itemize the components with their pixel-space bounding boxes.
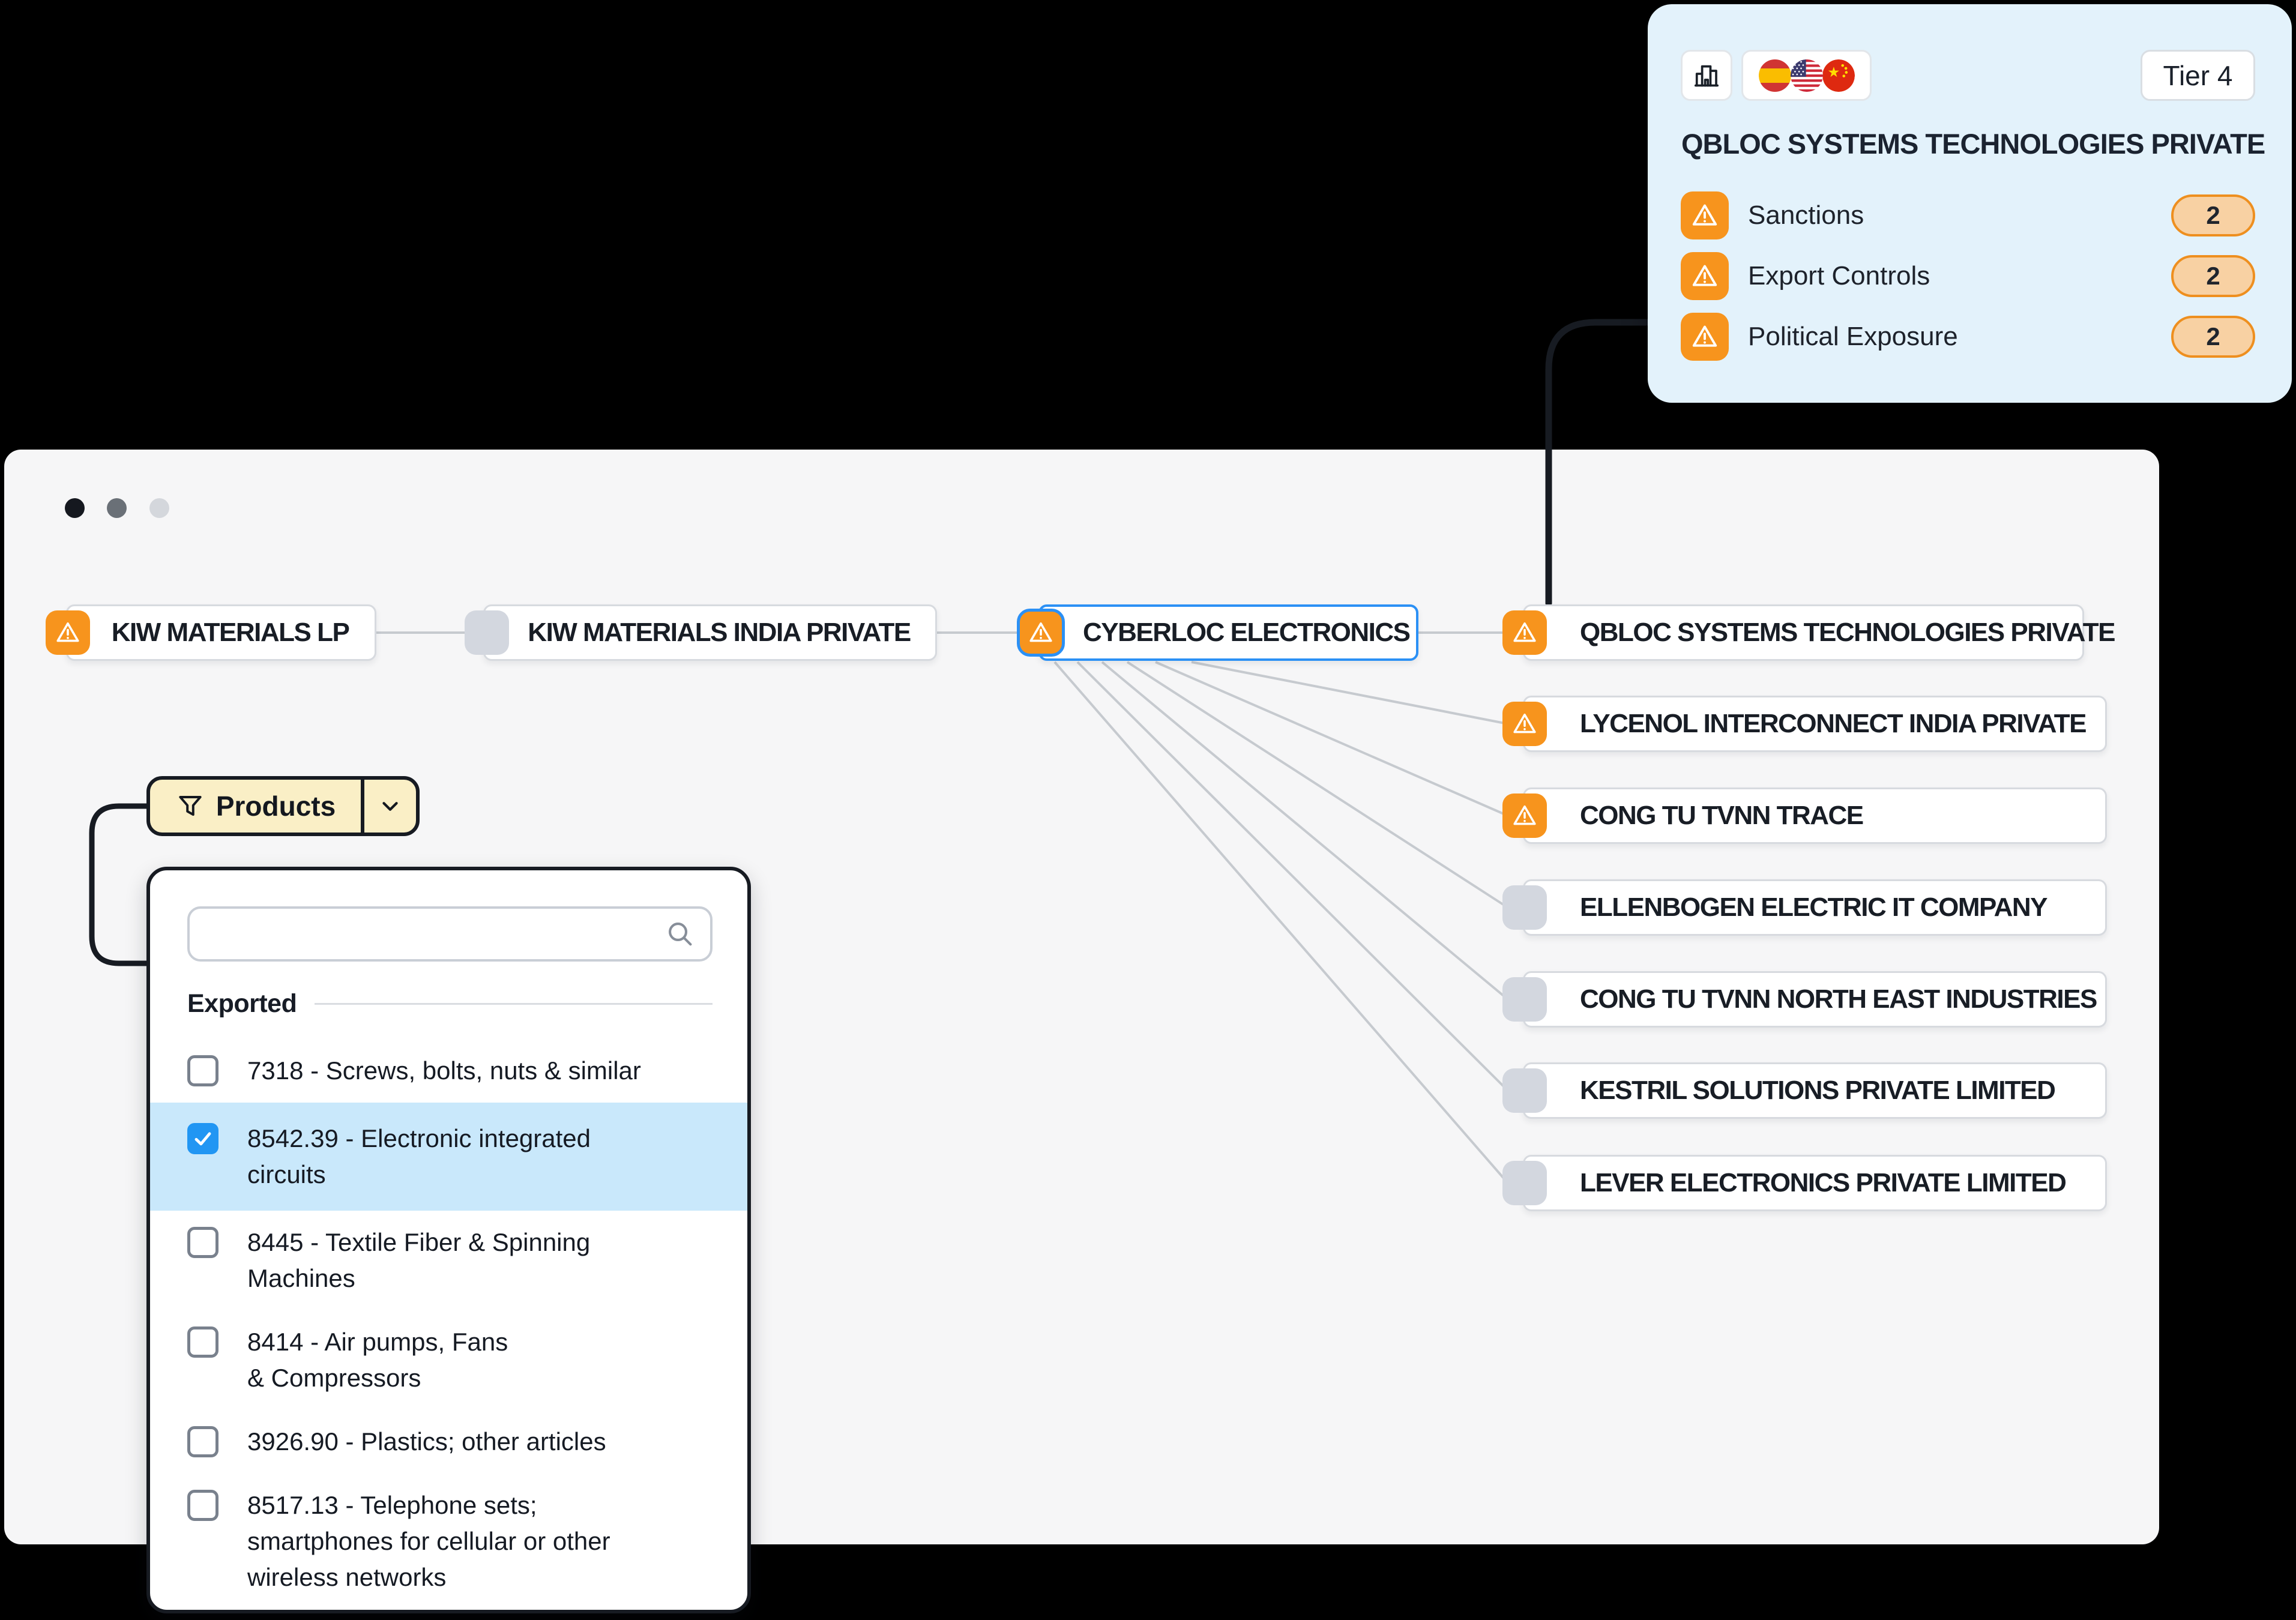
product-item-8445[interactable]: 8445 - Textile Fiber & Spinning Machines (187, 1211, 713, 1310)
node-cyberloc-electronics[interactable]: CYBERLOC ELECTRONICS (1017, 604, 1418, 661)
checkbox-unchecked[interactable] (187, 1490, 218, 1521)
products-filter-button[interactable]: Products (146, 776, 420, 836)
company-icon (1502, 1068, 1547, 1113)
exported-section-header: Exported (187, 989, 713, 1019)
products-filter-expand[interactable] (361, 780, 416, 833)
company-icon (1502, 977, 1547, 1022)
risk-count-badge: 2 (2171, 194, 2255, 236)
product-item-8517-13[interactable]: 8517.13 - Telephone sets; smartphones fo… (187, 1474, 713, 1609)
node-label: LYCENOL INTERCONNECT INDIA PRIVATE (1580, 709, 2087, 738)
node-qbloc-systems[interactable]: QBLOC SYSTEMS TECHNOLOGIES PRIVATE (1502, 604, 2116, 661)
company-icon (1502, 1161, 1547, 1205)
search-icon (669, 923, 692, 946)
risk-count-badge: 2 (2171, 316, 2255, 358)
product-item-7318[interactable]: 7318 - Screws, bolts, nuts & similar (187, 1039, 713, 1103)
window-dot-3[interactable] (149, 498, 169, 518)
node-ellenbogen-electric[interactable]: ELLENBOGEN ELECTRIC IT COMPANY (1502, 879, 2107, 936)
company-type-chip[interactable] (1681, 50, 1732, 101)
product-label: 8542.39 - Electronic integrated circuits (247, 1124, 591, 1188)
warning-icon (1502, 702, 1547, 746)
company-icon (1502, 885, 1547, 930)
node-label: CYBERLOC ELECTRONICS (1083, 618, 1411, 647)
flag-china-icon (1822, 59, 1855, 92)
product-label: 7318 - Screws, bolts, nuts & similar (247, 1056, 641, 1085)
product-item-8414[interactable]: 8414 - Air pumps, Fans & Compressors (187, 1310, 713, 1410)
node-cong-tu-tvnn-trace[interactable]: CONG TU TVNN TRACE (1502, 787, 2107, 844)
tier-badge-label: Tier 4 (2163, 59, 2233, 91)
tooltip-company-name: QBLOC SYSTEMS TECHNOLOGIES PRIVATE (1681, 128, 2265, 160)
flag-spain-icon (1758, 59, 1791, 92)
building-icon (1691, 60, 1722, 91)
product-list: 7318 - Screws, bolts, nuts & similar 854… (150, 1039, 747, 1609)
product-item-8542-39[interactable]: 8542.39 - Electronic integrated circuits (150, 1103, 747, 1211)
chevron-down-icon (376, 792, 404, 820)
section-divider (315, 1003, 713, 1005)
filter-funnel-icon (175, 791, 205, 821)
flag-usa-icon (1790, 59, 1823, 92)
node-lever-electronics[interactable]: LEVER ELECTRONICS PRIVATE LIMITED (1502, 1155, 2107, 1211)
product-label: 3926.90 - Plastics; other articles (247, 1427, 606, 1456)
risk-label-export-controls: Export Controls (1748, 261, 1930, 291)
jurisdiction-flags-chip[interactable] (1741, 50, 1872, 101)
risk-label-sanctions: Sanctions (1748, 200, 1864, 230)
checkbox-checked[interactable] (187, 1123, 218, 1154)
node-cong-tu-tvnn-north-east[interactable]: CONG TU TVNN NORTH EAST INDUSTRIES (1502, 971, 2107, 1028)
risk-count-badge: 2 (2171, 255, 2255, 297)
product-label: 8414 - Air pumps, Fans & Compressors (247, 1328, 508, 1392)
checkbox-unchecked[interactable] (187, 1055, 218, 1086)
tier-badge: Tier 4 (2141, 50, 2255, 101)
node-label: CONG TU TVNN TRACE (1580, 801, 1864, 830)
company-icon (465, 610, 509, 655)
node-label: LEVER ELECTRONICS PRIVATE LIMITED (1580, 1168, 2067, 1197)
product-label: 8445 - Textile Fiber & Spinning Machines (247, 1228, 591, 1292)
products-filter-label: Products (215, 790, 336, 822)
node-label: KIW MATERIALS LP (111, 618, 350, 647)
checkbox-unchecked[interactable] (187, 1426, 218, 1457)
node-lycenol-interconnect[interactable]: LYCENOL INTERCONNECT INDIA PRIVATE (1502, 696, 2107, 752)
product-item-3926-90[interactable]: 3926.90 - Plastics; other articles (187, 1410, 713, 1474)
node-label: QBLOC SYSTEMS TECHNOLOGIES PRIVATE (1580, 618, 2116, 647)
product-label: 8517.13 - Telephone sets; smartphones fo… (247, 1491, 610, 1591)
window-dot-1[interactable] (65, 498, 85, 518)
products-dropdown-panel: Exported 7318 - Screws, bolts, nuts & si… (146, 867, 751, 1613)
warning-icon-selected (1017, 609, 1065, 657)
node-kestril-solutions[interactable]: KESTRIL SOLUTIONS PRIVATE LIMITED (1502, 1062, 2107, 1119)
product-search[interactable] (187, 906, 713, 962)
checkbox-unchecked[interactable] (187, 1326, 218, 1358)
warning-icon (1681, 313, 1729, 361)
risk-label-political-exposure: Political Exposure (1748, 322, 1958, 351)
node-kiw-materials-lp[interactable]: KIW MATERIALS LP (46, 604, 376, 661)
warning-icon (1502, 610, 1547, 655)
window-dot-2[interactable] (107, 498, 127, 518)
warning-icon (1502, 793, 1547, 838)
node-label: CONG TU TVNN NORTH EAST INDUSTRIES (1580, 984, 2097, 1014)
warning-icon (46, 610, 90, 655)
warning-icon (1681, 191, 1729, 239)
product-search-input[interactable] (190, 909, 664, 959)
warning-icon (1681, 252, 1729, 300)
node-kiw-materials-india[interactable]: KIW MATERIALS INDIA PRIVATE (465, 604, 937, 661)
exported-section-label: Exported (187, 989, 297, 1018)
checkbox-unchecked[interactable] (187, 1227, 218, 1258)
node-label: KIW MATERIALS INDIA PRIVATE (528, 618, 911, 647)
node-label: KESTRIL SOLUTIONS PRIVATE LIMITED (1580, 1076, 2056, 1105)
node-label: ELLENBOGEN ELECTRIC IT COMPANY (1580, 893, 2047, 922)
